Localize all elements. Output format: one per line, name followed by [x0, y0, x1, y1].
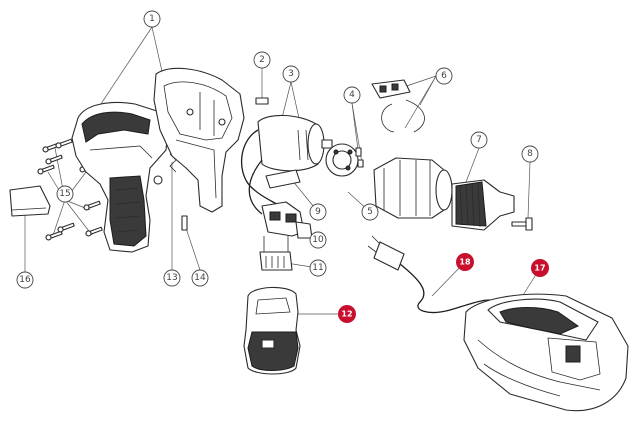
callout-1: 1 — [143, 10, 161, 28]
clip-part — [181, 215, 188, 231]
right-housing-part — [153, 67, 245, 213]
callout-3: 3 — [282, 65, 300, 83]
callout-1-label: 1 — [149, 14, 155, 24]
callout-8: 8 — [521, 145, 539, 163]
clip-spring-part — [371, 79, 425, 133]
chuck-part — [451, 179, 515, 231]
callout-10: 10 — [309, 231, 327, 249]
gear-ring-part — [325, 143, 359, 177]
callouts: 1 2 3 4 5 6 7 8 9 10 11 13 14 15 16 — [16, 10, 539, 289]
callout-13: 13 — [163, 269, 181, 287]
gearbox-part — [373, 157, 453, 219]
badge-17: 17 — [531, 259, 549, 277]
callout-10-label: 10 — [312, 235, 324, 245]
switch-assembly-part — [259, 169, 313, 271]
callout-14-label: 14 — [194, 273, 206, 283]
callout-16-label: 16 — [19, 275, 31, 285]
spring-part — [169, 153, 177, 173]
callout-11-label: 11 — [312, 263, 323, 273]
badge-18-label: 18 — [459, 258, 471, 267]
callout-6-label: 6 — [441, 71, 447, 81]
callout-16: 16 — [16, 271, 34, 289]
rubber-pad-part — [9, 185, 51, 217]
callout-5-label: 5 — [367, 207, 373, 217]
callout-11: 11 — [309, 259, 327, 277]
badge-18: 18 — [456, 253, 474, 271]
callout-5: 5 — [361, 203, 379, 221]
charger-part — [463, 293, 629, 412]
badge-17-label: 17 — [534, 264, 545, 273]
pin-part — [355, 147, 364, 168]
brush-part — [255, 97, 269, 105]
left-housing-part — [71, 101, 169, 253]
callout-15: 15 — [56, 185, 74, 203]
battery-part — [243, 286, 301, 375]
callout-13-label: 13 — [166, 273, 177, 283]
callout-2: 2 — [253, 51, 271, 69]
chuck-screw-part — [511, 217, 533, 231]
badge-12-label: 12 — [341, 310, 352, 319]
callout-7-label: 7 — [476, 135, 482, 145]
callout-9-label: 9 — [315, 207, 321, 217]
callout-2-label: 2 — [259, 55, 265, 65]
callout-3-label: 3 — [288, 69, 294, 79]
callout-4: 4 — [343, 86, 361, 104]
callout-6: 6 — [435, 67, 453, 85]
callout-14: 14 — [191, 269, 209, 287]
callout-7: 7 — [470, 131, 488, 149]
plug-cable-part — [367, 235, 491, 314]
callout-8-label: 8 — [527, 149, 533, 159]
callout-9: 9 — [309, 203, 327, 221]
motor-part — [240, 114, 333, 215]
callout-4-label: 4 — [349, 90, 355, 100]
callout-15-label: 15 — [59, 189, 70, 199]
badge-12: 12 — [338, 305, 356, 323]
badges: 12 17 18 — [338, 253, 549, 323]
